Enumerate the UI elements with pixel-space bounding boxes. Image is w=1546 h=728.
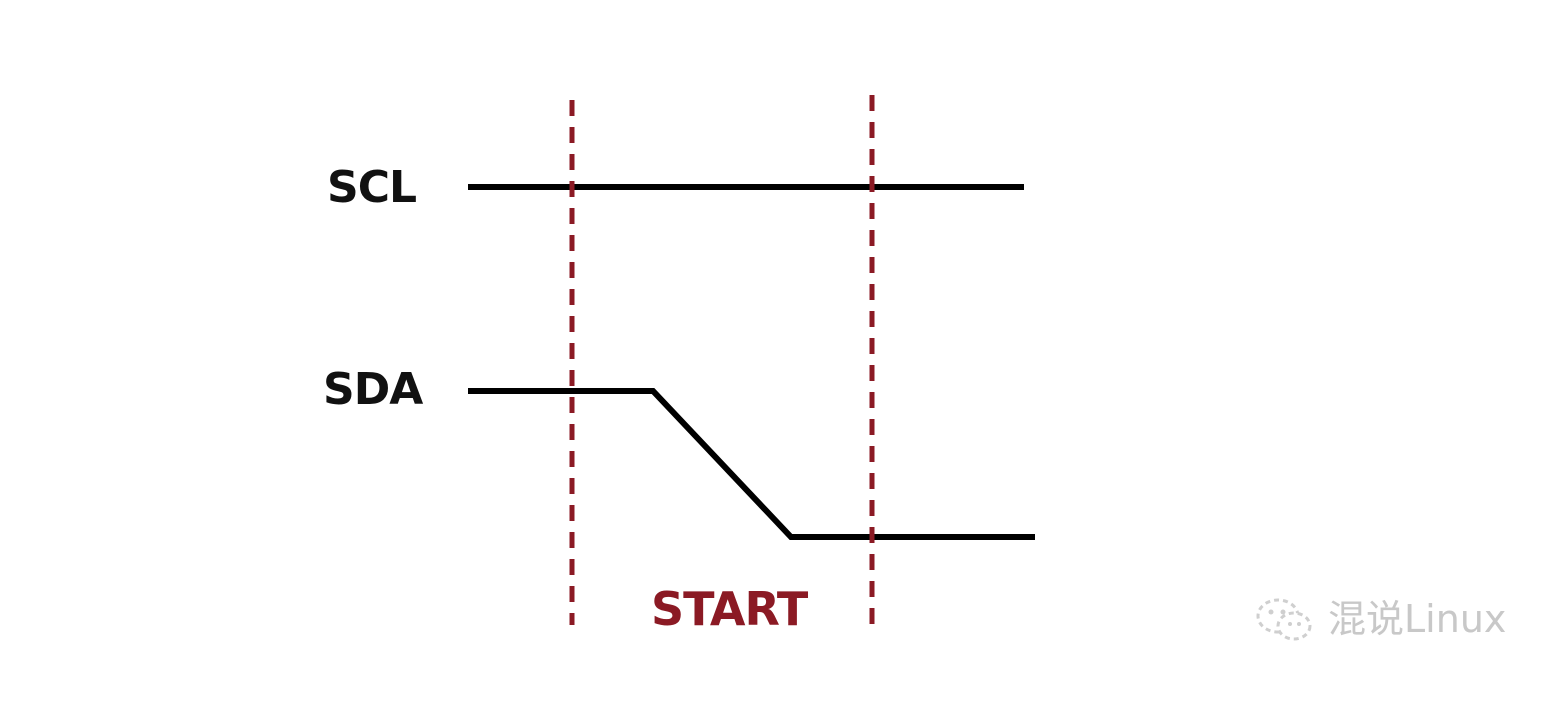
sda-label: SDA [323,364,423,415]
start-phase-label: START [651,582,808,636]
wechat-icon [1250,594,1320,644]
watermark: 混说Linux [1250,594,1506,644]
watermark-text: 混说Linux [1328,597,1507,641]
sda-waveform [468,388,1035,540]
scl-label: SCL [327,162,417,213]
